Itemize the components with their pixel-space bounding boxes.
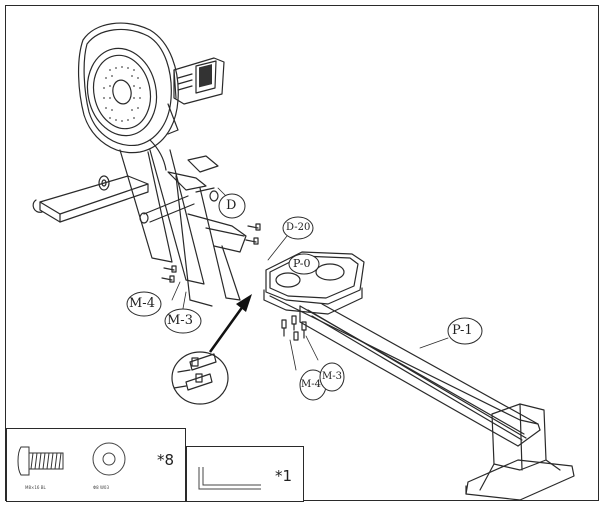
label-m3-left: M-3 (167, 313, 193, 328)
washer-caption: Φ8 W03 (93, 485, 110, 490)
bolt-icon (17, 446, 64, 476)
hex-key-icon (198, 467, 261, 490)
label-part-p1: P-1 (452, 323, 473, 338)
tool-box: *1 (186, 446, 304, 502)
flywheel-housing (77, 22, 179, 171)
console-monitor (167, 57, 225, 135)
hardware-box: M8×16 BL Φ8 W03 *8 (6, 428, 186, 502)
front-bolts (161, 223, 261, 283)
label-m4-right: M-4 (301, 379, 321, 390)
label-m4-left: M-4 (129, 296, 155, 311)
handle-bar (139, 155, 219, 224)
detail-arrow (208, 294, 252, 353)
tool-quantity: *1 (275, 467, 293, 485)
bubble-d20 (282, 216, 314, 240)
washer-icon (92, 442, 126, 476)
bubble-p0 (288, 253, 320, 275)
leader-lines (171, 187, 449, 371)
label-part-d: D (226, 198, 237, 213)
label-part-d20: D-20 (286, 222, 311, 233)
seat-rail (269, 295, 541, 447)
bubble-p1 (447, 317, 483, 345)
bubble-m3-right (319, 362, 345, 392)
label-m3-right: M-3 (322, 371, 342, 382)
bubble-d (218, 193, 246, 219)
console-screen-fill (199, 64, 212, 88)
seat (263, 251, 365, 315)
rear-stabilizer (465, 403, 575, 501)
bolt-quantity: *8 (157, 451, 175, 469)
front-stabilizer (32, 175, 149, 223)
detail-callout (171, 351, 229, 405)
bubble-m4-left (126, 291, 162, 317)
seat-bolts (281, 315, 307, 341)
label-part-p0: P-0 (293, 257, 311, 270)
bubble-m3-left (164, 308, 202, 334)
bolt-caption: M8×16 BL (25, 485, 46, 490)
flywheel-grille (103, 66, 141, 122)
front-frame (119, 149, 247, 307)
